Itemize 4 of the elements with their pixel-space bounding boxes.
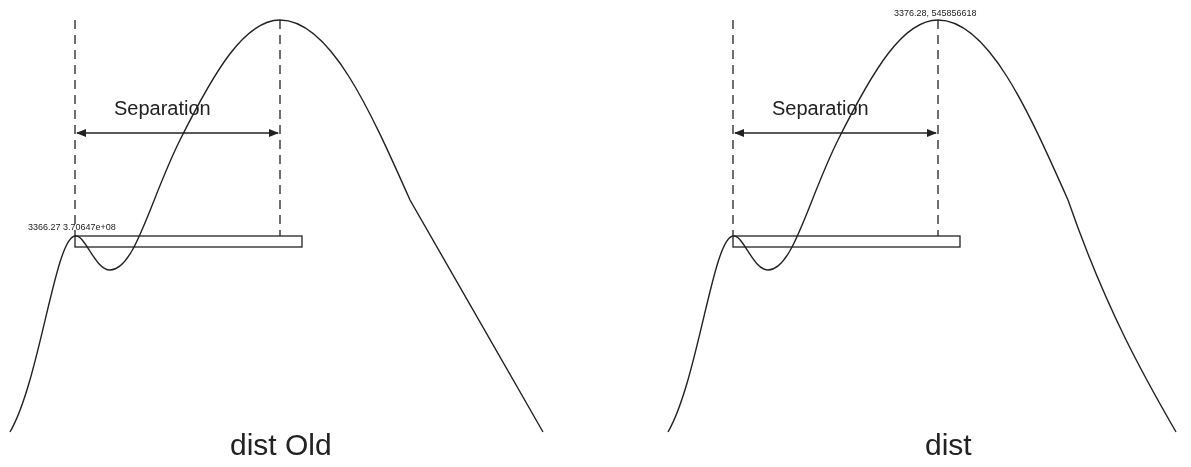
panel-caption: dist Old xyxy=(230,430,332,460)
panel-caption: dist xyxy=(925,430,972,460)
coordinate-label: 3366.27 3.70647e+08 xyxy=(28,223,116,232)
coordinate-label: 3376.28, 545856618 xyxy=(894,9,977,18)
